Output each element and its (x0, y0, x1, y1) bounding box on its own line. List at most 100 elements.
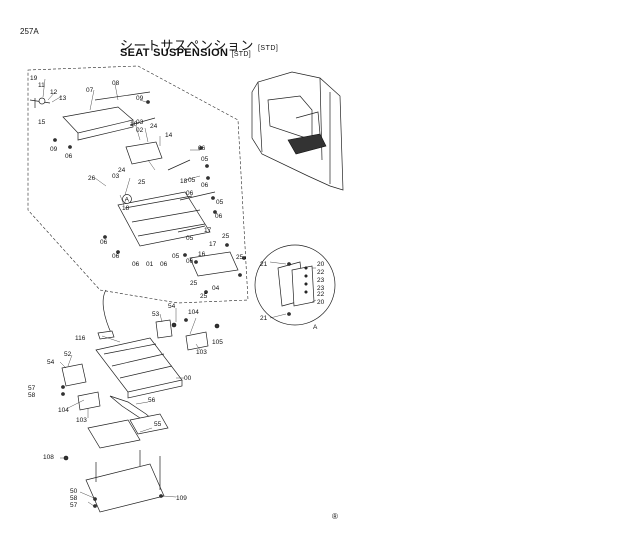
excavator-cab-illustration (251, 71, 344, 191)
part-label: 20 (317, 299, 325, 306)
part-label: 12 (50, 89, 58, 96)
title-english-tag: [STD] (231, 51, 251, 58)
part-label: 19 (30, 75, 38, 82)
part-label: 57 (28, 385, 36, 392)
part-label: 103 (76, 417, 87, 424)
part-label: 52 (64, 351, 72, 358)
upper-group-outline (27, 65, 249, 304)
bracket-53 (155, 319, 173, 339)
detail-marker-a: A A (122, 194, 318, 331)
part-label: 09 (136, 95, 144, 102)
bracket-103b (77, 391, 101, 411)
part-label: 23 (317, 277, 325, 284)
part-label: 53 (152, 311, 160, 318)
part-label: 06 (215, 213, 223, 220)
detail-marker-letter: A (125, 197, 130, 204)
part-label: 20 (317, 261, 325, 268)
part-label: 06 (160, 261, 168, 268)
part-label: 18 (122, 205, 130, 212)
rail-55b (129, 413, 169, 435)
part-label: 06 (112, 253, 120, 260)
part-label: 103 (196, 349, 207, 356)
title-japanese: シートサスペンション [STD] (120, 35, 278, 54)
part-label: 10 (130, 121, 138, 128)
part-label: 06 (201, 182, 209, 189)
part-label: 05 (186, 235, 194, 242)
part-label: 104 (58, 407, 69, 414)
part-label: 104 (188, 309, 199, 316)
title-english-text: SEAT SUSPENSION (120, 47, 229, 59)
suspension-base-00 (95, 337, 183, 393)
rail-bracket-07 (62, 106, 134, 134)
part-number-labels: 19 11 12 13 07 08 09 10 15 09 06 03 02 2… (28, 75, 325, 509)
part-label: 18 (180, 178, 188, 185)
part-label: 25 (236, 254, 244, 261)
floor-plate-50 (85, 463, 165, 513)
part-label: 03 (112, 173, 120, 180)
part-label: 05 (172, 253, 180, 260)
part-label: 108 (43, 454, 54, 461)
title-english: SEAT SUSPENSION [STD] (120, 47, 251, 59)
part-label: 06 (132, 261, 140, 268)
part-label: 58 (70, 495, 78, 502)
part-label: 06 (100, 239, 108, 246)
part-label: 50 (70, 488, 78, 495)
part-label: 21 (260, 315, 268, 322)
part-label: 05 (188, 177, 196, 184)
part-label: 109 (176, 495, 187, 502)
upper-assembly (29, 91, 246, 294)
part-label: 25 (200, 293, 208, 300)
part-label: 116 (75, 335, 86, 342)
detail-marker-letter: A (313, 324, 318, 331)
part-label: 03 (136, 119, 144, 126)
title-japanese-text: シートサスペンション (120, 38, 254, 53)
leader-lines (42, 78, 317, 507)
cover-116 (97, 330, 115, 340)
part-label: 06 (65, 153, 73, 160)
title-japanese-tag: [STD] (257, 45, 279, 52)
part-label: 04 (212, 285, 220, 292)
part-label: 01 (146, 261, 154, 268)
part-label: 14 (165, 132, 173, 139)
part-label: 24 (150, 123, 158, 130)
bracket-103 (185, 331, 209, 351)
part-label: 05 (201, 156, 209, 163)
part-label: 22 (317, 269, 325, 276)
part-label: 54 (168, 303, 176, 310)
page-number: 257A (20, 27, 39, 36)
part-label: 17 (204, 227, 212, 234)
part-label: 55 (154, 421, 162, 428)
group-connector-line (102, 289, 113, 336)
part-label: 22 (317, 291, 325, 298)
part-label: 06 (186, 190, 194, 197)
knob-19 (38, 97, 46, 105)
part-label: 21 (260, 261, 268, 268)
lower-assembly (61, 318, 220, 513)
part-label: 08 (112, 80, 120, 87)
part-label: 05 (216, 199, 224, 206)
slide-bracket-02 (125, 141, 163, 165)
part-label: 06 (186, 258, 194, 265)
lower-plate-04 (189, 251, 239, 277)
rail-55 (87, 419, 141, 449)
part-label: 57 (70, 502, 78, 509)
part-label: 13 (59, 95, 67, 102)
detail-a-inset (254, 244, 336, 326)
part-label: 06 (198, 145, 206, 152)
part-label: 25 (138, 179, 146, 186)
part-label: 58 (28, 392, 36, 399)
part-label: 07 (86, 87, 94, 94)
part-label: 09 (50, 146, 58, 153)
part-label: 02 (136, 127, 144, 134)
part-label: 54 (47, 359, 55, 366)
part-label: 56 (148, 397, 156, 404)
part-label: 25 (190, 280, 198, 287)
part-label: 26 (88, 175, 96, 182)
part-label: 25 (222, 233, 230, 240)
part-label: 15 (38, 119, 46, 126)
part-label: 16 (198, 251, 206, 258)
part-label: 00 (184, 375, 192, 382)
part-label: 11 (38, 82, 45, 89)
